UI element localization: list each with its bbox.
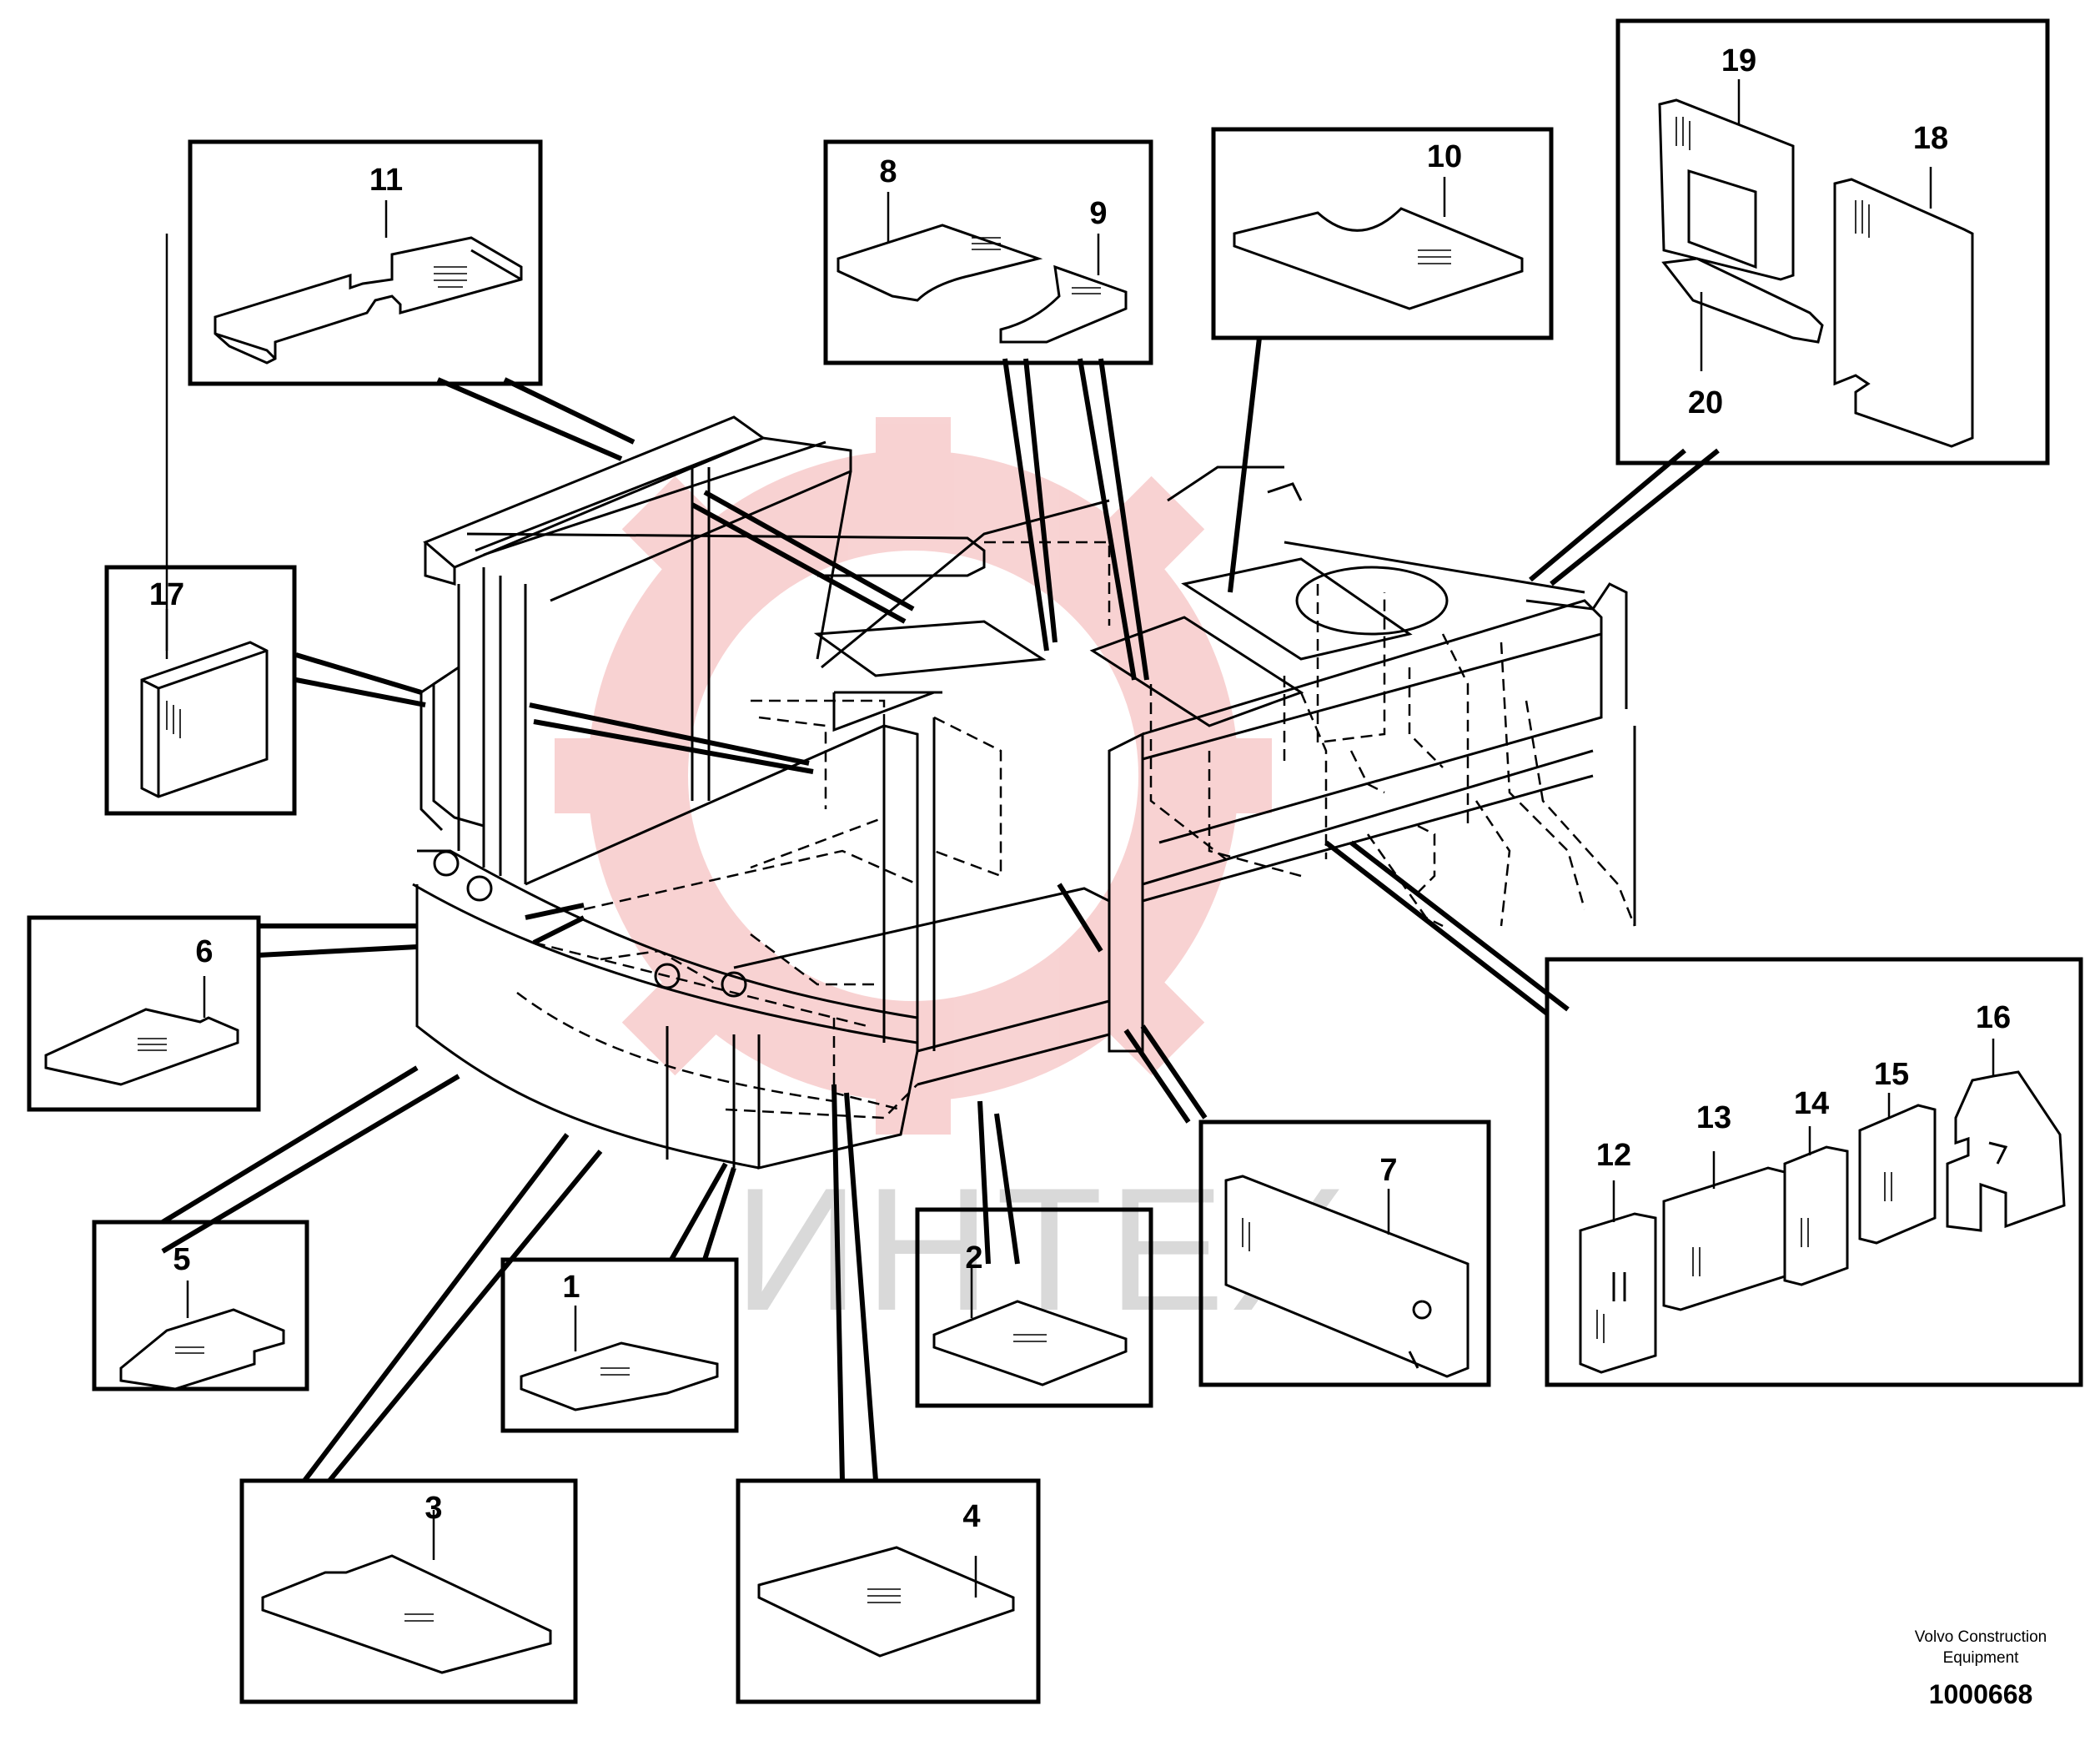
part-18-sketch <box>1833 178 1974 448</box>
cab-frame-drawing <box>412 415 1636 1170</box>
part-15-sketch <box>1858 1104 1937 1245</box>
callout-12: 12 <box>1596 1138 1631 1173</box>
part-11-sketch <box>214 236 523 365</box>
part-2-sketch <box>932 1300 1128 1386</box>
callout-box-17 <box>104 565 297 816</box>
maker-line-2: Equipment <box>1943 1649 2020 1667</box>
callout-18: 18 <box>1913 121 1948 156</box>
callout-16: 16 <box>1976 1000 2011 1035</box>
part-7-sketch <box>1224 1175 1469 1378</box>
callout-20: 20 <box>1688 385 1723 420</box>
callout-box-5 <box>92 1220 309 1391</box>
part-19-sketch <box>1658 98 1795 281</box>
part-1-sketch <box>520 1341 719 1411</box>
hatch-texture <box>138 117 1892 1622</box>
callout-box-2 <box>915 1207 1153 1408</box>
callout-box-18-20 <box>1615 18 2050 465</box>
watermark-gear-icon <box>555 417 1272 1135</box>
callout-box-4 <box>736 1478 1041 1704</box>
part-17-sketch <box>140 641 269 798</box>
maker-line-1: Volvo Construction <box>1915 1628 2047 1646</box>
callout-box-6 <box>27 915 261 1112</box>
part-16-sketch <box>1946 1070 2066 1232</box>
part-12-sketch <box>1579 1212 1657 1374</box>
callout-8: 8 <box>879 154 897 189</box>
part-4-sketch <box>757 1546 1015 1658</box>
part-8-sketch <box>836 224 1043 302</box>
callout-box-8-9 <box>823 139 1153 365</box>
part-10-sketch <box>1233 207 1524 310</box>
callout-6: 6 <box>195 934 213 969</box>
part-6-sketch <box>44 1008 239 1086</box>
callout-box-11 <box>188 139 543 386</box>
callout-2: 2 <box>965 1240 982 1276</box>
callout-19: 19 <box>1721 43 1756 78</box>
callout-17: 17 <box>149 577 184 612</box>
part-20-sketch <box>1661 257 1824 344</box>
callout-1: 1 <box>562 1270 580 1305</box>
label-ticks <box>165 79 1995 1598</box>
part-9-sketch <box>999 264 1128 344</box>
part-5-sketch <box>119 1308 285 1391</box>
callout-4: 4 <box>962 1499 980 1534</box>
leader-lines <box>161 337 1720 1482</box>
callout-15: 15 <box>1874 1057 1909 1092</box>
callout-box-12-16 <box>1545 957 2083 1387</box>
callout-11: 11 <box>369 163 403 198</box>
callout-box-10 <box>1211 127 1554 340</box>
callout-3: 3 <box>425 1491 442 1526</box>
drawing-number: 1000668 <box>1929 1679 2033 1709</box>
callout-14: 14 <box>1794 1086 1829 1121</box>
callout-box-7 <box>1198 1120 1491 1387</box>
callout-box-1 <box>500 1257 739 1433</box>
callout-box-3 <box>239 1478 578 1704</box>
callout-9: 9 <box>1089 196 1107 231</box>
part-13-sketch <box>1662 1166 1786 1311</box>
callout-10: 10 <box>1427 139 1462 174</box>
hidden-lines-drawing <box>516 541 1636 1120</box>
callout-7: 7 <box>1379 1153 1397 1188</box>
callout-5: 5 <box>173 1242 190 1277</box>
callout-13: 13 <box>1696 1100 1731 1135</box>
part-14-sketch <box>1783 1145 1849 1286</box>
